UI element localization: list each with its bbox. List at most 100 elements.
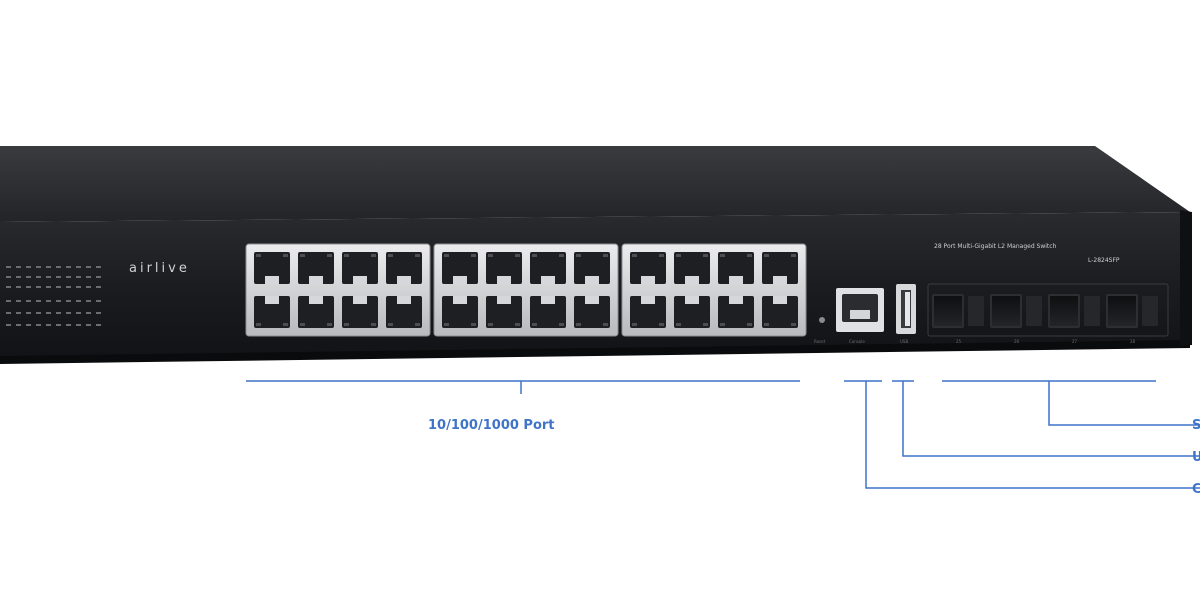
sfp-leader-line [1048, 381, 1200, 426]
status-led [16, 286, 21, 288]
status-led [46, 266, 51, 268]
status-led [26, 276, 31, 278]
rj45-port[interactable] [530, 296, 566, 328]
status-led [6, 324, 11, 326]
status-led [96, 312, 101, 314]
status-led [56, 324, 61, 326]
status-led [56, 312, 61, 314]
status-led [6, 300, 11, 302]
status-led [86, 276, 91, 278]
rj45-port[interactable] [386, 296, 422, 328]
copper-port-group [245, 243, 807, 337]
status-led [36, 312, 41, 314]
rj45-port[interactable] [574, 252, 610, 284]
status-led [16, 276, 21, 278]
rj45-port[interactable] [442, 252, 478, 284]
usb-port[interactable] [896, 284, 916, 334]
status-led [96, 300, 101, 302]
rj45-port[interactable] [762, 252, 798, 284]
usb-port-callout: USB [1192, 450, 1200, 465]
status-led [26, 266, 31, 268]
sfp-slot[interactable] [1106, 294, 1158, 328]
status-led [26, 324, 31, 326]
rj45-port[interactable] [630, 252, 666, 284]
status-led [86, 324, 91, 326]
rj45-port[interactable] [630, 296, 666, 328]
status-led [96, 324, 101, 326]
status-led [46, 300, 51, 302]
status-led [36, 324, 41, 326]
switch-bottom-edge [0, 340, 1190, 364]
status-led [56, 276, 61, 278]
status-led [76, 300, 81, 302]
usb-label: USB [900, 339, 908, 344]
model-description: 28 Port Multi-Gigabit L2 Managed Switch [934, 243, 1057, 250]
sfp-ports-callout: SFP [1192, 418, 1200, 433]
sfp-slot-number: 26 [1014, 339, 1020, 344]
status-led [76, 286, 81, 288]
rj45-port[interactable] [762, 296, 798, 328]
status-led [16, 300, 21, 302]
sfp-slot-number: 27 [1072, 339, 1078, 344]
copper-port-block [433, 243, 619, 337]
rj45-port[interactable] [254, 296, 290, 328]
status-led [26, 286, 31, 288]
sfp-slot-number: 28 [1130, 339, 1136, 344]
rj45-port[interactable] [718, 252, 754, 284]
rj45-port[interactable] [530, 252, 566, 284]
console-port[interactable] [836, 288, 884, 332]
rj45-port[interactable] [674, 296, 710, 328]
rj45-port[interactable] [342, 296, 378, 328]
status-led [46, 286, 51, 288]
reset-button[interactable] [819, 317, 825, 323]
status-led [6, 312, 11, 314]
rj45-port[interactable] [486, 252, 522, 284]
status-led [46, 276, 51, 278]
rj45-port[interactable] [342, 252, 378, 284]
switch-top-panel [0, 146, 1190, 222]
status-led [46, 324, 51, 326]
copper-port-block [621, 243, 807, 337]
switch-right-edge [1180, 210, 1192, 346]
copper-port-block [245, 243, 431, 337]
status-led [36, 266, 41, 268]
rj45-port[interactable] [574, 296, 610, 328]
rj45-port[interactable] [486, 296, 522, 328]
rj45-port[interactable] [718, 296, 754, 328]
console-label: Console [849, 339, 865, 344]
sfp-slot[interactable] [1048, 294, 1100, 328]
status-led [96, 266, 101, 268]
rj45-port[interactable] [254, 252, 290, 284]
model-number: L-2824SFP [1088, 257, 1120, 264]
console-port-callout: Console [1192, 482, 1200, 497]
status-led [66, 300, 71, 302]
status-led [56, 300, 61, 302]
status-led [76, 312, 81, 314]
rj45-port[interactable] [386, 252, 422, 284]
callout-lines [246, 380, 1200, 489]
status-led [66, 266, 71, 268]
status-led [6, 266, 11, 268]
rj45-port[interactable] [442, 296, 478, 328]
sfp-slot[interactable] [990, 294, 1042, 328]
status-led [96, 286, 101, 288]
rj45-port[interactable] [298, 252, 334, 284]
status-led [36, 300, 41, 302]
reset-label: Reset [814, 339, 826, 344]
status-led [16, 312, 21, 314]
led-indicator-panel [6, 266, 101, 326]
status-led [86, 286, 91, 288]
rj45-port[interactable] [674, 252, 710, 284]
status-led [76, 324, 81, 326]
status-led [76, 276, 81, 278]
status-led [36, 276, 41, 278]
status-led [56, 266, 61, 268]
rj45-port[interactable] [298, 296, 334, 328]
status-led [56, 286, 61, 288]
sfp-slot[interactable] [932, 294, 984, 328]
status-led [66, 286, 71, 288]
status-led [96, 276, 101, 278]
